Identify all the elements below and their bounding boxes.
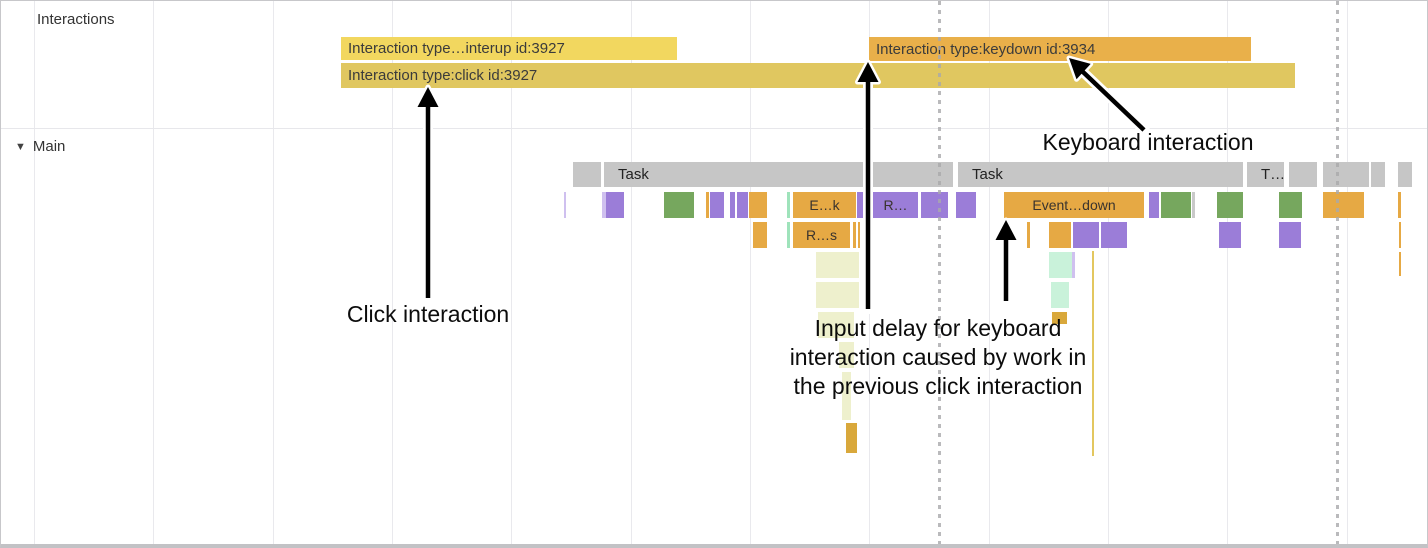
input-delay-line-3: the previous click interaction [793,373,1083,399]
flame-block[interactable] [857,192,865,218]
flame-block[interactable] [1398,192,1401,218]
flame-block[interactable] [818,312,854,338]
flame-block[interactable] [1279,222,1301,248]
flame-block[interactable] [816,282,859,308]
flame-block[interactable] [842,372,851,420]
flame-block[interactable] [606,192,624,218]
collapse-triangle-icon[interactable]: ▼ [15,141,26,153]
flame-block[interactable] [1101,222,1127,248]
flame-block[interactable] [1323,192,1364,218]
flame-block[interactable]: R… [873,192,918,218]
dotted-guide-line [938,1,941,544]
keyboard-interaction-label: Keyboard interaction [1042,129,1254,155]
dotted-guide-line [1336,1,1339,544]
input-delay-line-2: interaction caused by work in [789,344,1087,370]
flame-block[interactable] [737,192,748,218]
flame-block[interactable]: Event…down [1004,192,1144,218]
task-bar[interactable] [573,162,601,187]
task-bar[interactable]: T… [1247,162,1284,187]
flame-block[interactable] [787,192,790,218]
interaction-bar[interactable]: Interaction type:keydown id:3934 [869,37,1251,61]
flame-block[interactable] [956,192,976,218]
flame-block[interactable] [839,342,854,368]
task-bar[interactable] [1371,162,1385,187]
flame-block[interactable] [1161,192,1191,218]
gridline [1227,1,1228,544]
flame-block[interactable] [730,192,735,218]
flame-block[interactable] [753,222,767,248]
flame-block[interactable] [1051,282,1069,308]
task-bar[interactable] [1303,162,1317,187]
interaction-bar[interactable]: Interaction type…interup id:3927 [341,37,677,60]
flame-block[interactable] [1049,252,1072,278]
flame-block[interactable] [1279,192,1302,218]
flame-block[interactable] [1049,222,1071,248]
flame-block[interactable] [787,222,790,248]
flame-block[interactable] [706,192,709,218]
task-bar[interactable] [1289,162,1303,187]
main-track-header[interactable]: ▼ Main [15,138,65,155]
gridline [392,1,393,544]
gridline [34,1,35,544]
main-track-label: Main [32,138,66,155]
interactions-track-label: Interactions [37,11,115,28]
gridline [511,1,512,544]
flame-block[interactable] [664,192,694,218]
flame-block[interactable] [1027,222,1030,248]
flame-block[interactable] [1192,192,1195,218]
flame-block[interactable] [749,192,767,218]
flame-block[interactable] [1072,252,1075,278]
flame-block[interactable] [1092,251,1094,456]
task-bar[interactable]: Task [958,162,1243,187]
flame-block[interactable] [853,222,856,248]
flame-block[interactable] [1399,252,1401,276]
flame-block[interactable]: E…k [793,192,856,218]
gridline [631,1,632,544]
gridline [153,1,154,544]
flame-block[interactable] [1052,312,1067,324]
flame-block[interactable] [1217,192,1243,218]
flame-block[interactable] [1073,222,1099,248]
input-delay-label: Input delay for keyboard interaction cau… [790,314,1087,401]
gridline [1108,1,1109,544]
input-delay-line-1: Input delay for keyboard [814,315,1062,341]
flame-block[interactable]: R…s [793,222,850,248]
gridline [989,1,990,544]
flame-block[interactable] [564,192,566,218]
flame-block[interactable] [858,222,860,248]
flame-block[interactable] [921,192,948,218]
click-interaction-label: Click interaction [346,301,510,327]
flame-block[interactable] [816,252,859,278]
track-separator [1,128,1427,129]
task-bar[interactable]: Task [604,162,953,187]
flame-block[interactable] [1149,192,1159,218]
gridline [1347,1,1348,544]
task-bar[interactable] [1398,162,1412,187]
flame-block[interactable] [710,192,724,218]
flame-block[interactable] [1399,222,1401,248]
flame-block[interactable] [846,423,857,453]
gridline [750,1,751,544]
flame-block[interactable] [1219,222,1241,248]
task-bar[interactable] [1323,162,1369,187]
gridline [273,1,274,544]
flame-block[interactable] [602,192,606,218]
